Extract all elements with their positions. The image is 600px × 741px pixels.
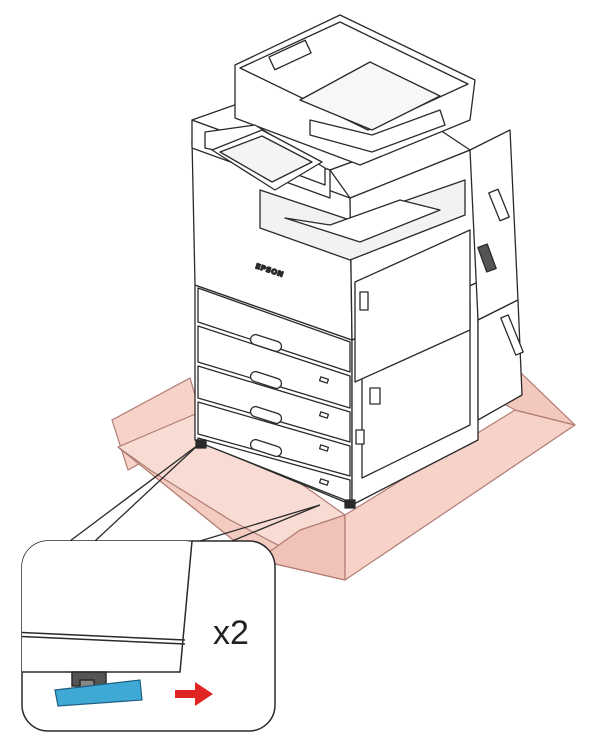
front-door-handle (359, 291, 369, 311)
tray-handle-3 (249, 405, 283, 425)
detail-base-edge-2 (22, 635, 186, 645)
adf-output-tray (309, 109, 446, 153)
side-handle (488, 188, 510, 222)
right-arrow-icon (175, 682, 213, 706)
tray-indicator-1 (318, 376, 330, 384)
vent-grille (477, 243, 497, 273)
detail-base-edge (22, 631, 186, 641)
tray-1 (197, 287, 351, 373)
tray-4 (197, 401, 351, 477)
side-latch (369, 387, 381, 405)
paper-trays (197, 287, 351, 503)
leader-line-2 (94, 444, 199, 542)
front-door (354, 229, 471, 383)
detail-callout: x2 (21, 540, 276, 732)
adf-cover-latch (268, 39, 312, 71)
side-latch-2 (355, 429, 365, 445)
callout-leader-lines (69, 444, 321, 542)
side-lower-handle (500, 314, 524, 356)
tray-handle-2 (249, 370, 283, 390)
tray-indicator-4 (318, 478, 330, 486)
leader-line-1 (69, 444, 199, 542)
tray-indicator-2 (318, 411, 330, 419)
tray-handle-1 (249, 333, 283, 353)
adf-feed-tray (299, 61, 441, 131)
leader-line-4 (231, 504, 321, 542)
tray-indicator-3 (318, 444, 330, 452)
tray-3 (197, 365, 351, 443)
tray-handle-4 (249, 438, 283, 458)
right-side-panel (469, 129, 519, 321)
output-tray (284, 199, 441, 243)
caster-front-right (344, 499, 356, 509)
caster-front-left (195, 439, 207, 449)
printer: EPSON (191, 14, 524, 509)
tray-2 (197, 325, 351, 409)
caster-lock-bracket (54, 679, 143, 707)
count-label: x2 (213, 614, 249, 652)
leader-line-3 (199, 504, 321, 542)
control-panel-screen (219, 135, 313, 183)
